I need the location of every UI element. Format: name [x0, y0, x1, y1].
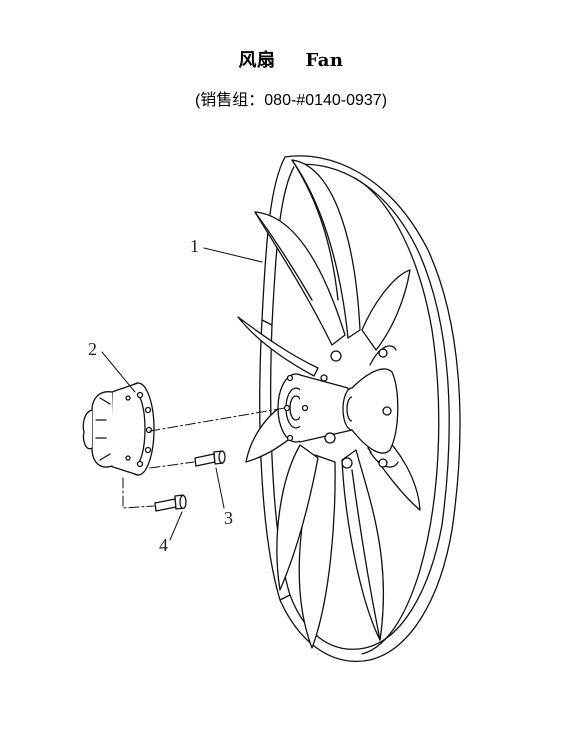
leader-lines [101, 247, 263, 541]
bolt-long [154, 494, 187, 512]
fan-shroud-ring [259, 155, 461, 662]
bolt-short [194, 450, 226, 467]
page-title: 风扇 Fan [0, 46, 582, 72]
callout-3-bolt: 3 [224, 508, 233, 528]
hub-adapter [82, 382, 155, 476]
title-chinese: 风扇 [238, 50, 276, 71]
fan-hub [277, 345, 399, 469]
sales-group-subtitle: (销售组：080-#0140-0937) [194, 92, 388, 109]
title-english: Fan [305, 50, 344, 71]
callout-1-fan: 1 [190, 236, 199, 256]
callout-4-bolt: 4 [159, 535, 168, 555]
callout-2-hub: 2 [88, 339, 97, 359]
assembly-center-lines [122, 407, 286, 509]
